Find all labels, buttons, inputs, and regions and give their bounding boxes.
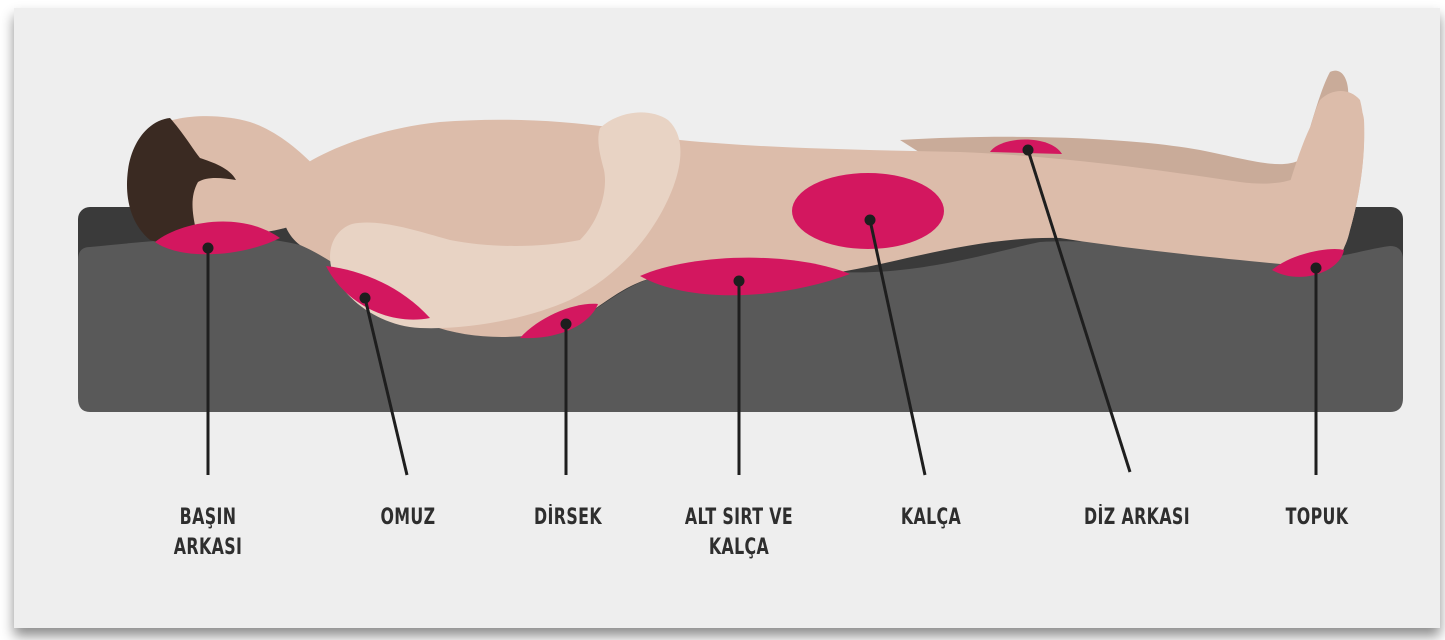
pointer-dot-shoulder — [361, 294, 369, 302]
label-head-line-1: BAŞIN — [165, 503, 251, 533]
label-lower-back-line-1: ALT SIRT VE — [681, 503, 796, 533]
label-hip: KALÇA — [888, 503, 974, 533]
label-hip-line-1: KALÇA — [888, 503, 974, 533]
pointer-dot-heel — [1312, 264, 1320, 272]
pointer-dot-hip — [866, 216, 874, 224]
label-head-line-2: ARKASI — [165, 533, 251, 563]
pointer-dot-elbow — [562, 320, 570, 328]
label-knee-line-1: DİZ ARKASI — [1072, 503, 1202, 533]
pointer-dot-head — [204, 244, 212, 252]
label-heel-line-1: TOPUK — [1274, 503, 1360, 533]
label-lower-back: ALT SIRT VE KALÇA — [681, 503, 796, 563]
label-shoulder: OMUZ — [372, 503, 444, 533]
pointer-dot-knee — [1024, 146, 1032, 154]
label-elbow: DİRSEK — [525, 503, 611, 533]
pointer-dot-lower-back — [735, 277, 743, 285]
label-heel: TOPUK — [1274, 503, 1360, 533]
label-head: BAŞIN ARKASI — [165, 503, 251, 563]
label-knee: DİZ ARKASI — [1072, 503, 1202, 533]
pressure-zone-hip — [792, 173, 944, 249]
label-shoulder-line-1: OMUZ — [372, 503, 444, 533]
label-elbow-line-1: DİRSEK — [525, 503, 611, 533]
label-lower-back-line-2: KALÇA — [681, 533, 796, 563]
